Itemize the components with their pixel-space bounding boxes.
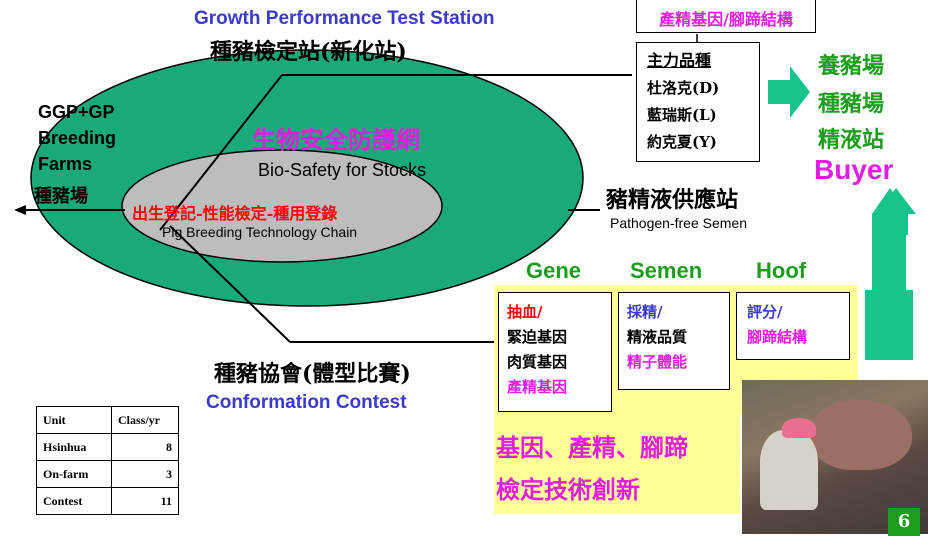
gene-head: 抽血/ (507, 303, 543, 321)
hoof-head: 評分/ (747, 303, 783, 321)
semen-station-zh: 豬精液供應站 (606, 187, 739, 213)
buyer-up-arrow-head (876, 188, 916, 290)
cap-shape (782, 418, 816, 438)
table-header-cell: Class/yr (111, 406, 179, 434)
farms-arrowhead (14, 205, 26, 215)
farms-line: Breeding (38, 128, 117, 148)
station-line (159, 74, 283, 231)
farms-zh: 種豬場 (34, 186, 88, 207)
semen-head: 採精/ (627, 303, 663, 321)
breeds-heading: 主力品種 (647, 51, 712, 70)
page-number: 6 (897, 511, 911, 532)
pig-shape (812, 400, 912, 470)
gene-highlight: 產精基因 (507, 378, 568, 396)
semen-station-en: Pathogen-free Semen (610, 215, 747, 231)
trait-box-label: 產精基因/腳蹄結構 (659, 10, 793, 29)
semen-line: 精液品質 (627, 328, 688, 346)
table-cell: 8 (111, 433, 179, 461)
breed-item: 藍瑞斯(L) (647, 106, 717, 124)
table-cell: 3 (111, 460, 179, 488)
association-zh: 種豬協會(體型比賽) (214, 361, 411, 387)
farms-line: Farms (38, 154, 93, 174)
innovation-line: 基因、產精、腳蹄 (496, 433, 688, 462)
table-header-row: Unit Class/yr (36, 406, 179, 434)
table-cell: On-farm (36, 460, 112, 488)
breeding-chain-zh: 出生登記-性能檢定-種用登錄 (132, 204, 338, 223)
category-name: Gene (526, 258, 582, 283)
buyer-right-arrow (768, 66, 810, 118)
buyer-item: 養豬場 (818, 53, 885, 79)
table-row: Hsinhua 8 (36, 433, 179, 461)
pig-photo (742, 380, 928, 534)
category-name: Hoof (756, 258, 807, 283)
buyer-item: 精液站 (818, 127, 885, 153)
breeding-chain-en: Pig Breeding Technology Chain (162, 224, 358, 240)
category-name: Semen (630, 258, 703, 283)
biosafety-en: Bio-Safety for Stocks (258, 160, 427, 180)
farms-line: GGP+GP (38, 102, 115, 122)
table-row: Contest 11 (36, 487, 179, 515)
biosafety-zh: 生物安全防護網 (252, 125, 420, 154)
association-en: Conformation Contest (206, 392, 407, 413)
buyer-up-arrow-stem (865, 290, 913, 360)
semen-highlight: 精子體能 (627, 353, 688, 371)
table-cell: 11 (111, 487, 179, 515)
gene-line: 緊迫基因 (507, 328, 568, 346)
buyer-label: Buyer (814, 154, 894, 185)
gene-box: 抽血/ 緊迫基因 肉質基因 產精基因 (498, 292, 612, 412)
breed-item: 約克夏(Y) (647, 133, 717, 151)
gene-line: 肉質基因 (507, 353, 568, 371)
table-row: On-farm 3 (36, 460, 179, 488)
trait-box: 產精基因/腳蹄結構 (636, 0, 816, 33)
semen-box: 採精/ 精液品質 精子體能 (618, 292, 730, 390)
table-cell: Contest (36, 487, 112, 515)
innovation-line: 檢定技術創新 (496, 475, 640, 504)
association-line (169, 225, 291, 343)
table-header-cell: Unit (36, 406, 112, 434)
page-number-badge: 6 (888, 508, 920, 536)
station-title-en: Growth Performance Test Station (194, 8, 495, 29)
person-shape (760, 430, 818, 510)
station-title-zh: 種豬檢定站(新化站) (210, 39, 407, 65)
breed-item: 杜洛克(D) (647, 79, 720, 97)
innovation-panel (494, 410, 740, 514)
units-table: Unit Class/yr Hsinhua 8 On-farm 3 Contes… (36, 406, 179, 515)
buyer-item: 種豬場 (818, 91, 885, 117)
table-cell: Hsinhua (36, 433, 112, 461)
hoof-box: 評分/ 腳蹄結構 (736, 292, 850, 360)
hoof-highlight: 腳蹄結構 (747, 328, 808, 346)
breeds-box: 主力品種 杜洛克(D) 藍瑞斯(L) 約克夏(Y) (636, 42, 760, 162)
